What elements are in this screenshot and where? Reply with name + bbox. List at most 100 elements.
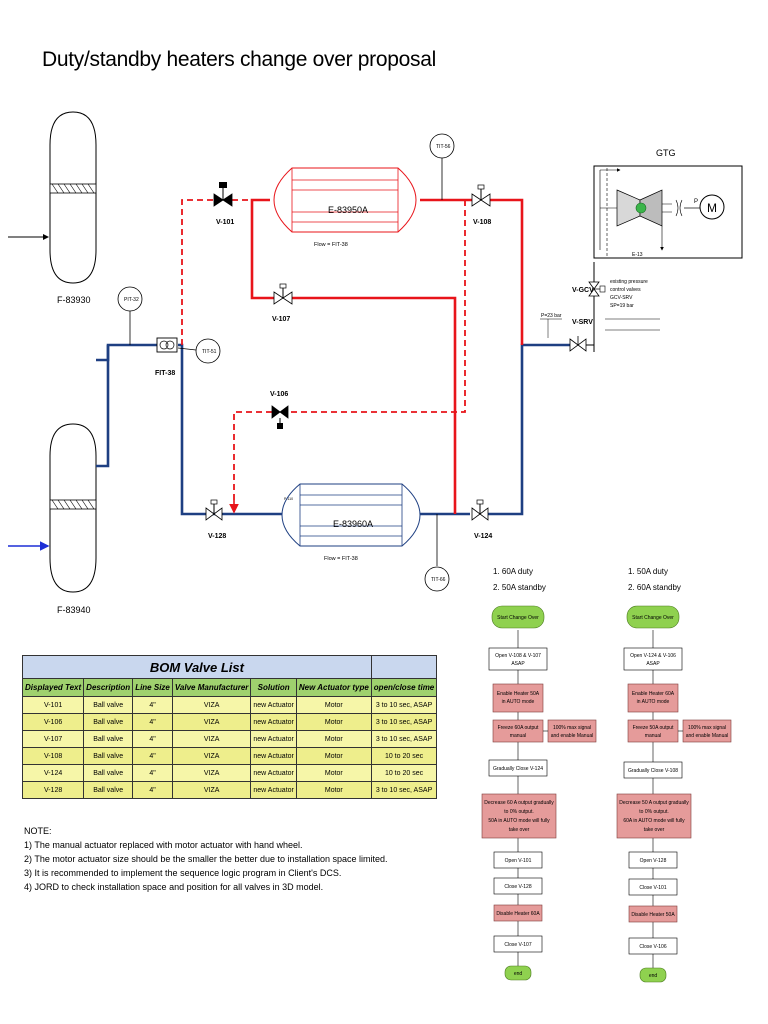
bom-cell: Motor [295,730,372,748]
svg-text:Open V-124 & V-106: Open V-124 & V-106 [630,653,676,659]
flow2-heading-1: 1. 50A duty [628,567,668,576]
heater-top-label: E-83950A [328,205,368,215]
valve-v128-label: V-128 [208,533,226,540]
heater-bottom-label: E-83960A [333,519,373,529]
bom-cell: VIZA [171,713,252,731]
bom-cell: new Actuator [250,764,297,782]
bom-caption: BOM Valve List [22,655,372,679]
flowchart-1: 1. 60A duty 2. 50A standby [481,567,597,981]
flow2-step-close108 [623,761,683,779]
bom-cell: 4" [132,747,173,765]
svg-text:take over: take over [644,827,665,833]
motor-icon [699,194,725,220]
flow2-step-decrease [616,793,692,839]
note-item: 3) It is recommended to implement the se… [24,868,342,878]
flow1-step-close107 [493,935,543,953]
svg-text:Disable Heater 60A: Disable Heater 60A [496,911,540,917]
gtg-p-label: P [694,199,698,205]
bom-cell: 4" [132,713,173,731]
tank-f83930 [49,111,97,284]
bom-header: Solution [250,678,297,697]
bom-cell: 4" [132,730,173,748]
svg-text:to 0% output.: to 0% output. [504,809,533,815]
svg-text:Start Change Over: Start Change Over [497,615,539,621]
bom-cell: new Actuator [250,747,297,765]
bom-header: Line Size [132,678,173,697]
flowchart-1-text: Start Change Over Open V-108 & V-107 ASA… [484,615,593,977]
bom-header: Description [83,678,134,697]
tit-66-bubble: TIT-66 [424,514,450,592]
heater-e83950a [273,167,417,233]
svg-text:ASAP: ASAP [646,661,660,667]
valve-v106-label: V-106 [270,391,288,398]
svg-text:Gradually Close V-108: Gradually Close V-108 [628,768,678,774]
bom-cell: V-107 [21,730,85,748]
bom-header: open/close time [370,678,438,697]
svg-text:50A in AUTO mode will fully: 50A in AUTO mode will fully [488,818,550,824]
heater-e83960a [281,483,421,547]
bom-cell: new Actuator [250,713,297,731]
note-item: 2) The motor actuator size should be the… [24,854,388,864]
flowchart-2-text: Start Change Over Open V-124 & V-106 ASA… [619,615,728,979]
svg-text:Gradually Close V-124: Gradually Close V-124 [493,766,543,772]
bom-cell: Motor [295,781,372,799]
flow1-heading-1: 1. 60A duty [493,567,533,576]
flow2-end [639,967,667,983]
flow1-end [504,965,532,981]
flow1-step-disable [493,904,543,922]
bom-cell: 3 to 10 sec, ASAP [370,730,438,748]
svg-text:100% max signal: 100% max signal [688,725,726,731]
valve-v124-label: V-124 [474,533,492,540]
bom-cell: 4" [132,781,173,799]
svg-text:Enable Heater 50A: Enable Heater 50A [497,691,540,697]
pressure-note: existing pressure control valves GCV-SRV… [610,279,648,309]
flowchart-2: 1. 50A duty 2. 60A standby [616,567,732,983]
svg-text:TIT-51: TIT-51 [202,349,217,355]
fit-38-label: FIT-38 [155,370,175,377]
svg-text:manual: manual [645,733,661,739]
bom-header: Valve Manufacturer [171,678,252,697]
bom-cell: VIZA [171,696,252,714]
bom-cell: 10 to 20 sec [370,764,438,782]
valve-v128-icon [205,499,223,521]
svg-text:to 0% output.: to 0% output. [639,809,668,815]
flow2-step-open128 [628,851,678,869]
flow2-start [626,605,680,629]
valve-vgcv-label: V-GCV [572,287,594,294]
bom-cell: VIZA [171,730,252,748]
flow2-heading-2: 2. 60A standby [628,583,681,592]
svg-text:PIT-32: PIT-32 [124,297,139,303]
bom-cell: new Actuator [250,730,297,748]
svg-text:100% max signal: 100% max signal [553,725,591,731]
bom-cell: VIZA [171,764,252,782]
bom-cell: Ball valve [83,713,134,731]
svg-text:end: end [514,971,523,977]
notes-heading: NOTE: [24,826,52,836]
bom-cell: Motor [295,764,372,782]
tank-f83940 [49,423,97,593]
heater-top-flow: Flow = FIT-38 [314,242,348,248]
svg-text:TIT-56: TIT-56 [436,144,451,150]
bom-cell: Motor [295,747,372,765]
svg-text:Open V-128: Open V-128 [640,858,667,864]
svg-text:Open V-108 & V-107: Open V-108 & V-107 [495,653,541,659]
svg-text:Freeze 60A output: Freeze 60A output [498,725,539,731]
valve-v107-icon [273,283,293,305]
bom-cell: Ball valve [83,747,134,765]
valve-vsrv-label: V-SRV [572,319,593,326]
bom-header: New Actuator type [295,678,372,697]
svg-text:Close V-101: Close V-101 [639,885,666,891]
svg-text:Freeze 50A output: Freeze 50A output [633,725,674,731]
tit-51-bubble: TIT-51 [177,338,221,364]
page-title: Duty/standby heaters change over proposa… [42,48,436,71]
svg-text:Close V-106: Close V-106 [639,944,666,950]
svg-text:control valves: control valves [610,287,641,293]
bom-cell: Motor [295,696,372,714]
svg-text:TIT-66: TIT-66 [431,577,446,583]
svg-text:in AUTO mode: in AUTO mode [637,699,670,705]
